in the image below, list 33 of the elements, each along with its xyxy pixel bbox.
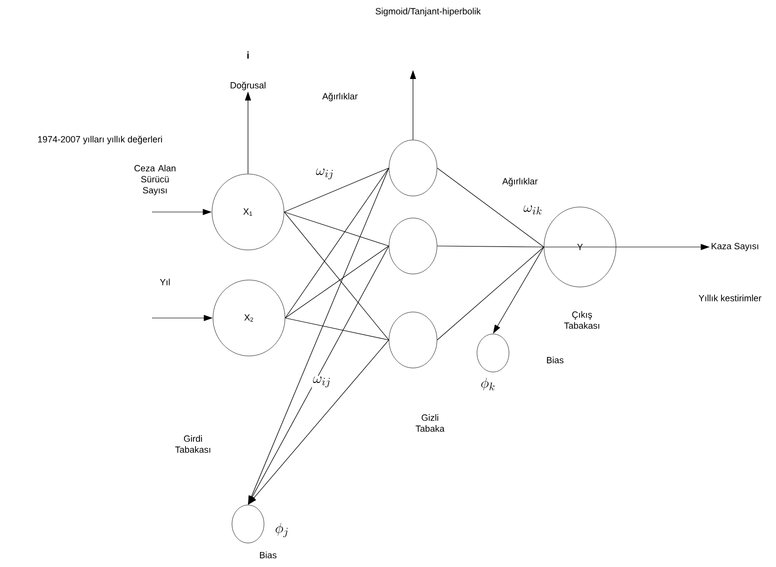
connection-line xyxy=(284,168,390,318)
connection-line xyxy=(436,168,544,248)
bias-symbol: $\phi_{k}$ xyxy=(481,378,494,391)
bias-circle xyxy=(476,334,510,372)
text-label: Girdi Tabakası xyxy=(175,435,210,453)
connection-line xyxy=(284,212,390,246)
connection-line xyxy=(436,246,544,340)
text-label: Ceza Alan Sürücü Sayısı xyxy=(134,164,176,196)
text-label: Çıkış Tabakası xyxy=(564,311,600,329)
index-label: i xyxy=(247,51,249,59)
weight-symbol: $\omega_{ij}$ xyxy=(314,168,336,180)
text-label: Sigmoid/Tanjant-hiperbolik xyxy=(376,8,481,16)
connection-line xyxy=(436,246,544,248)
bias-label: Bias xyxy=(260,552,276,558)
text-label: Ağırlıklar xyxy=(502,178,538,186)
connection-line xyxy=(284,318,390,340)
connection-line xyxy=(284,212,390,340)
text-label: 1974-2007 yılları yıllık değerleri xyxy=(38,136,162,144)
connection-line xyxy=(284,246,390,318)
output-label: Kaza Sayısı xyxy=(712,242,758,252)
text-label: Bias xyxy=(546,356,564,364)
text-label: Gizli Tabaka xyxy=(416,414,445,432)
neuron-circle xyxy=(388,140,438,196)
text-label: Yıl xyxy=(160,278,170,286)
neuron-circle xyxy=(388,312,438,368)
text-label: Ağırlıklar xyxy=(322,92,358,102)
text-label: Yıllık kestirimler xyxy=(698,294,762,302)
neuron-circle xyxy=(388,218,438,274)
weight-symbol: $\omega_{ik}$ xyxy=(522,204,544,216)
bias-symbol: $\phi_{j}$ xyxy=(276,522,288,538)
bias-circle xyxy=(232,504,264,544)
connection-line xyxy=(284,168,390,212)
output-label: Doğrusal xyxy=(230,82,266,90)
